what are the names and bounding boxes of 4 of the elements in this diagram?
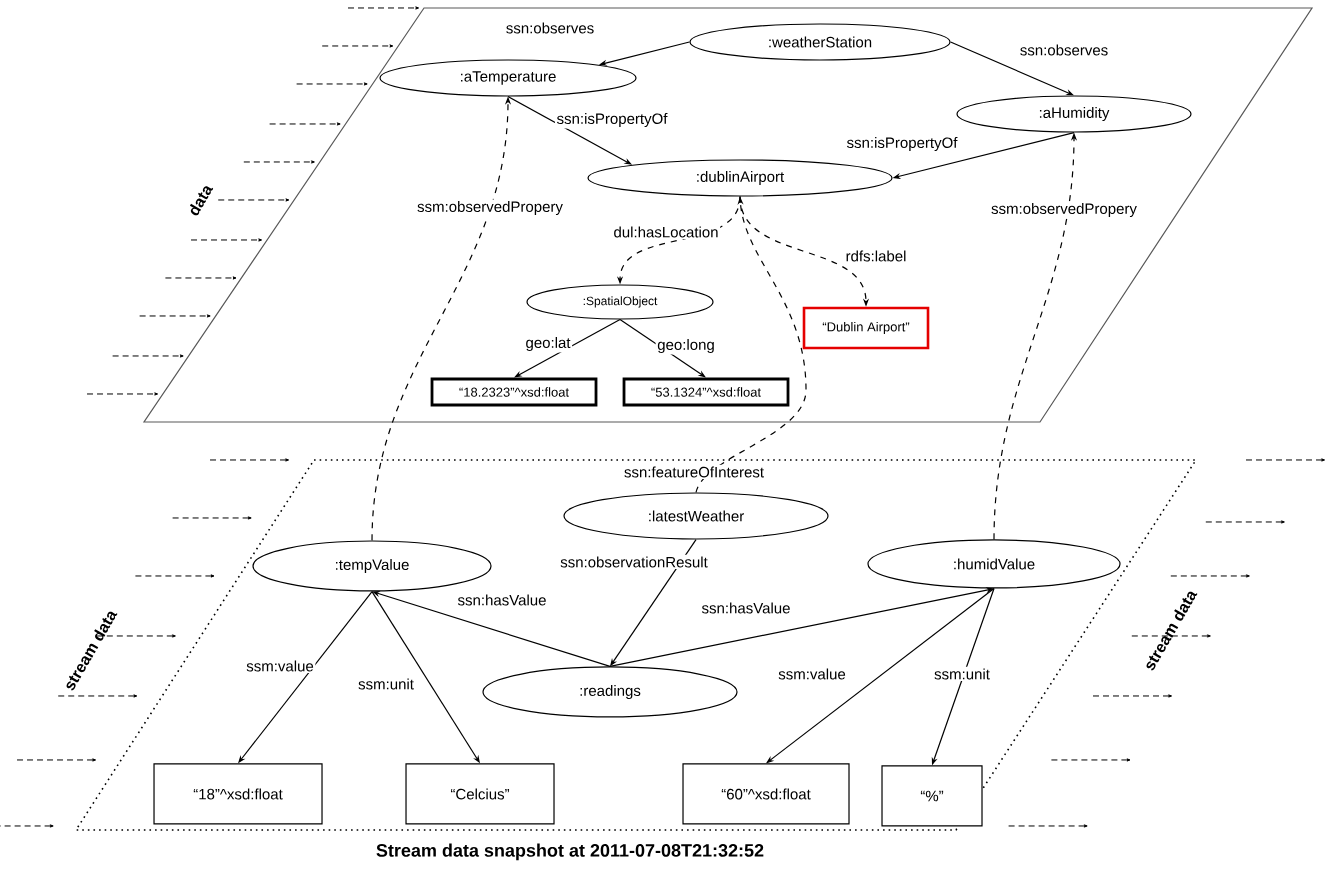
arrow xyxy=(514,318,621,378)
arrow xyxy=(619,318,706,378)
arrow xyxy=(950,41,1074,96)
caption: Stream data snapshot at 2011-07-08T21:32:52 xyxy=(376,843,764,861)
